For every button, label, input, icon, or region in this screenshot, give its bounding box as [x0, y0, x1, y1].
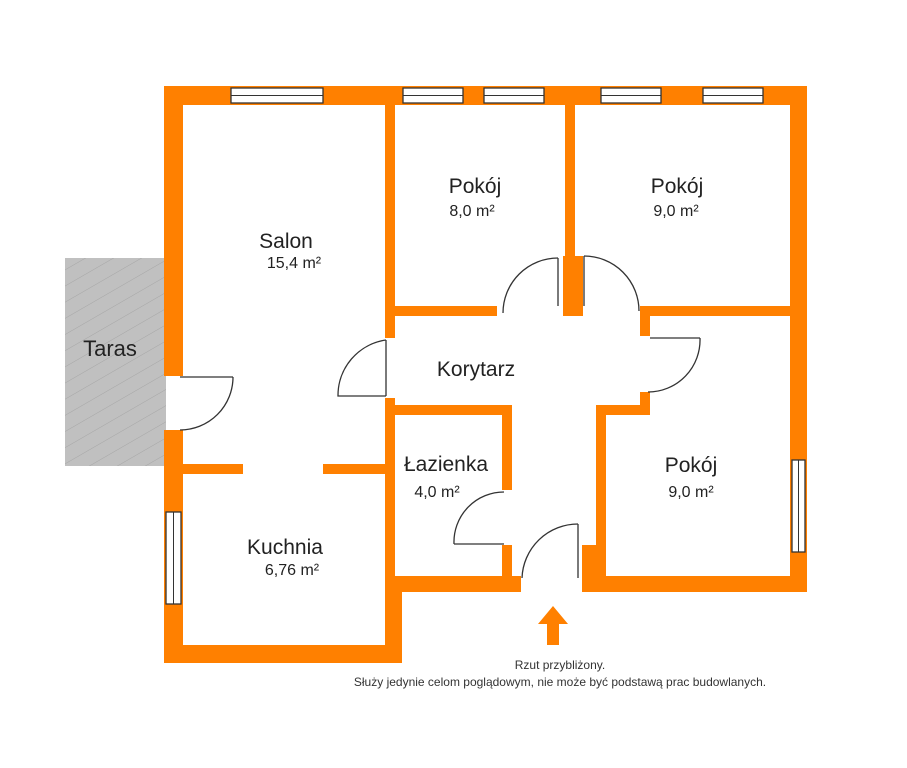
wall-pokoj3-top-left: [640, 306, 650, 336]
door-entrance: [521, 523, 579, 579]
room-name-pokoj3: Pokój: [665, 454, 718, 477]
wall-pokoj1-pokoj2-upper: [565, 86, 575, 256]
room-area-pokoj2: 9,0 m²: [653, 203, 699, 220]
wall-salon-lazienka: [385, 398, 395, 588]
outer-wall-left-upper: [164, 86, 183, 376]
wall-pokoj3-top: [596, 405, 650, 415]
room-name-salon: Salon: [259, 230, 313, 253]
door-salon: [337, 339, 387, 397]
wall-salon-kuchnia-right: [323, 464, 385, 474]
disclaimer-line-1: Rzut przybliżony.: [515, 658, 605, 672]
outer-wall-bottom-middle: [385, 576, 521, 592]
wall-pokoj1-bottom: [385, 306, 497, 316]
terrace-label: Taras: [83, 336, 137, 361]
room-name-kuchnia: Kuchnia: [247, 536, 323, 559]
room-name-korytarz: Korytarz: [437, 358, 515, 381]
room-name-lazienka: Łazienka: [404, 453, 488, 476]
wall-pokoj1-pokoj2-lower: [563, 256, 583, 316]
doors: [179, 255, 701, 579]
windows: [165, 87, 806, 605]
room-area-pokoj3: 9,0 m²: [668, 484, 714, 501]
door-pokoj1: [502, 257, 559, 314]
outer-wall-bottom-right: [582, 576, 807, 592]
room-area-kuchnia: 6,76 m²: [265, 562, 320, 579]
wall-entrance-jamb: [582, 545, 596, 592]
disclaimer-line-2: Służy jedynie celom poglądowym, nie może…: [354, 675, 766, 689]
terrace: [65, 258, 166, 466]
arrow-up-icon: [538, 606, 568, 645]
outer-wall-bottom-left: [164, 645, 402, 663]
wall-pokoj3-left: [596, 405, 606, 592]
wall-lazienka-right-lower: [502, 545, 512, 585]
room-area-lazienka: 4,0 m²: [414, 484, 460, 501]
room-area-pokoj1: 8,0 m²: [449, 203, 495, 220]
wall-lazienka-top: [385, 405, 512, 415]
door-lazienka: [453, 491, 505, 545]
terrace-hatch: [65, 258, 166, 466]
room-name-pokoj1: Pokój: [449, 175, 502, 198]
door-terrace: [179, 376, 234, 431]
door-pokoj2: [583, 255, 640, 312]
door-pokoj3: [647, 337, 701, 393]
wall-salon-pokoj: [385, 86, 395, 338]
wall-pokoj2-bottom: [640, 306, 807, 316]
room-area-salon: 15,4 m²: [267, 255, 322, 272]
wall-lazienka-right-upper: [502, 405, 512, 490]
room-name-pokoj2: Pokój: [651, 175, 704, 198]
wall-pokoj3-jamb: [640, 392, 650, 415]
outer-wall-step: [385, 576, 402, 663]
wall-salon-kuchnia-left: [183, 464, 243, 474]
